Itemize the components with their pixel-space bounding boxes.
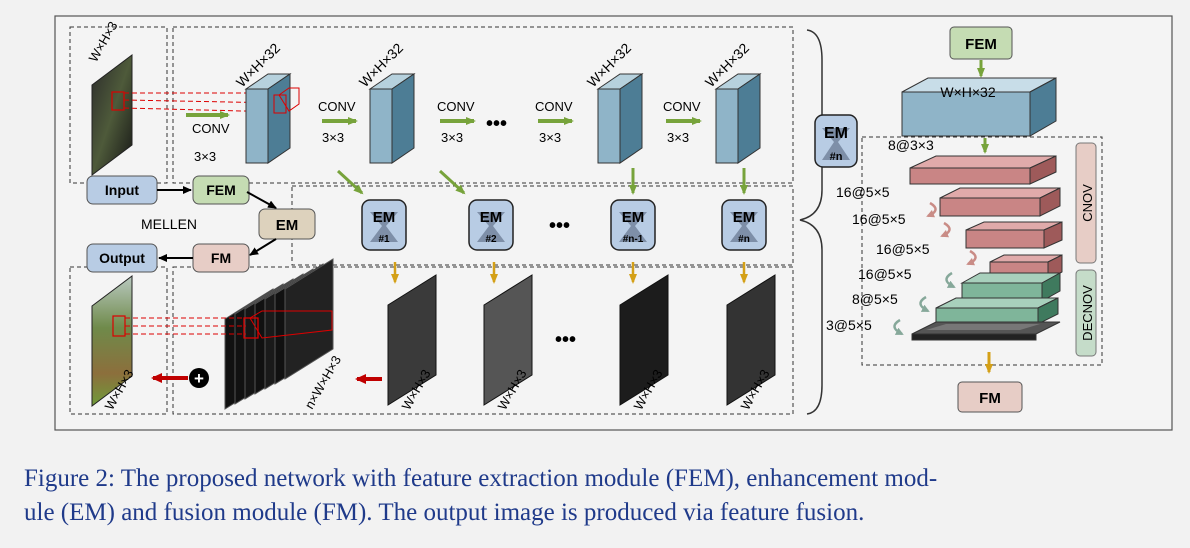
em-title: EM [373,209,396,226]
decnov-label: DECNOV [1080,285,1095,341]
layer-label-7: 3@5×5 [826,317,872,333]
conv-labels: CONV 3×3 CONV 3×3 CONV 3×3 CONV 3×3 CONV… [192,99,701,164]
input-label: Input [105,182,140,198]
em-title: EM [622,209,645,226]
enhanced-images [387,274,776,406]
conv-arrows [186,111,702,125]
conv-label-4: CONV [535,99,573,114]
em-box-label: EM [276,217,299,234]
decnov-bar: DECNOV [1075,269,1097,357]
fem-label: FEM [206,182,236,198]
cube-3 [596,73,644,164]
detail-curved-arrows [893,201,977,336]
output-label: Output [99,250,145,266]
cube-2 [368,73,416,164]
cube-to-em-arrows [336,168,748,195]
detail-em-badge: EM #n [814,114,858,168]
conv-label-5: CONV [663,99,701,114]
em-index: #n-1 [623,234,644,245]
layer-label-4: 16@5×5 [876,241,930,257]
figure-caption: Figure 2: The proposed network with feat… [24,462,1174,530]
ellipsis-bottom: ••• [555,329,576,351]
detail-fm-label: FM [979,390,1001,407]
fm-box-label: FM [211,250,231,266]
pipeline-arrows [157,186,277,262]
layer-label-2: 16@5×5 [836,184,890,200]
em-index: #1 [378,234,390,245]
kernel-label-4: 3×3 [539,130,561,145]
caption-line-2: ule (EM) and fusion module (FM). The out… [24,499,865,526]
em-index: #2 [485,234,497,245]
ellipsis-middle: ••• [549,215,570,237]
cube-1 [244,73,300,164]
em-block-2: EM #2 [468,199,514,251]
em-block-4: EM #n [721,199,767,251]
decnov-slabs [911,272,1062,341]
mellen-label: MELLEN [141,216,197,232]
detail-em-tag: #n [830,151,843,163]
cnov-label: CNOV [1080,184,1095,222]
kernel-label-1: 3×3 [194,149,216,164]
detail-layer-labels: 8@3×3 16@5×5 16@5×5 16@5×5 16@5×5 8@5×5 … [826,137,934,333]
em-box: EM [258,208,316,240]
plus-sign: + [194,369,204,388]
em-block-3: EM #n-1 [610,199,656,251]
em-title: EM [733,209,756,226]
kernel-label-2: 3×3 [322,130,344,145]
layer-label-6: 8@5×5 [852,291,898,307]
detail-fem-label: FEM [965,36,997,53]
output-projection-lines [125,317,246,335]
em-to-output-arrows [391,262,748,284]
conv-label-2: CONV [318,99,356,114]
layer-label-5: 16@5×5 [858,266,912,282]
detail-input-size: W×H×32 [940,84,995,100]
plus-circle [189,368,209,388]
conv-label-1: CONV [192,121,230,136]
layer-label-3: 16@5×5 [852,211,906,227]
em-block-1: EM #1 [361,199,407,251]
detail-fm-box: FM [957,381,1023,413]
image-stack [224,258,334,410]
input-box: Input [86,175,158,205]
detail-em-title: EM [824,125,848,142]
layer-label-1: 8@3×3 [888,137,934,153]
kernel-label-5: 3×3 [667,130,689,145]
cube-4 [714,73,762,164]
kernel-label-3: 3×3 [441,130,463,145]
bracket [799,29,823,415]
ellipsis-top: ••• [486,113,507,135]
conv-label-3: CONV [437,99,475,114]
fm-box: FM [192,243,250,273]
fem-box: FEM [192,175,250,205]
em-title: EM [480,209,503,226]
detail-input-slab: W×H×32 [901,77,1057,137]
detail-fem-box: FEM [949,26,1013,60]
em-index: #n [738,234,750,245]
caption-line-1: Figure 2: The proposed network with feat… [24,465,938,492]
cnov-bar: CNOV [1075,142,1097,264]
output-box: Output [86,243,158,273]
